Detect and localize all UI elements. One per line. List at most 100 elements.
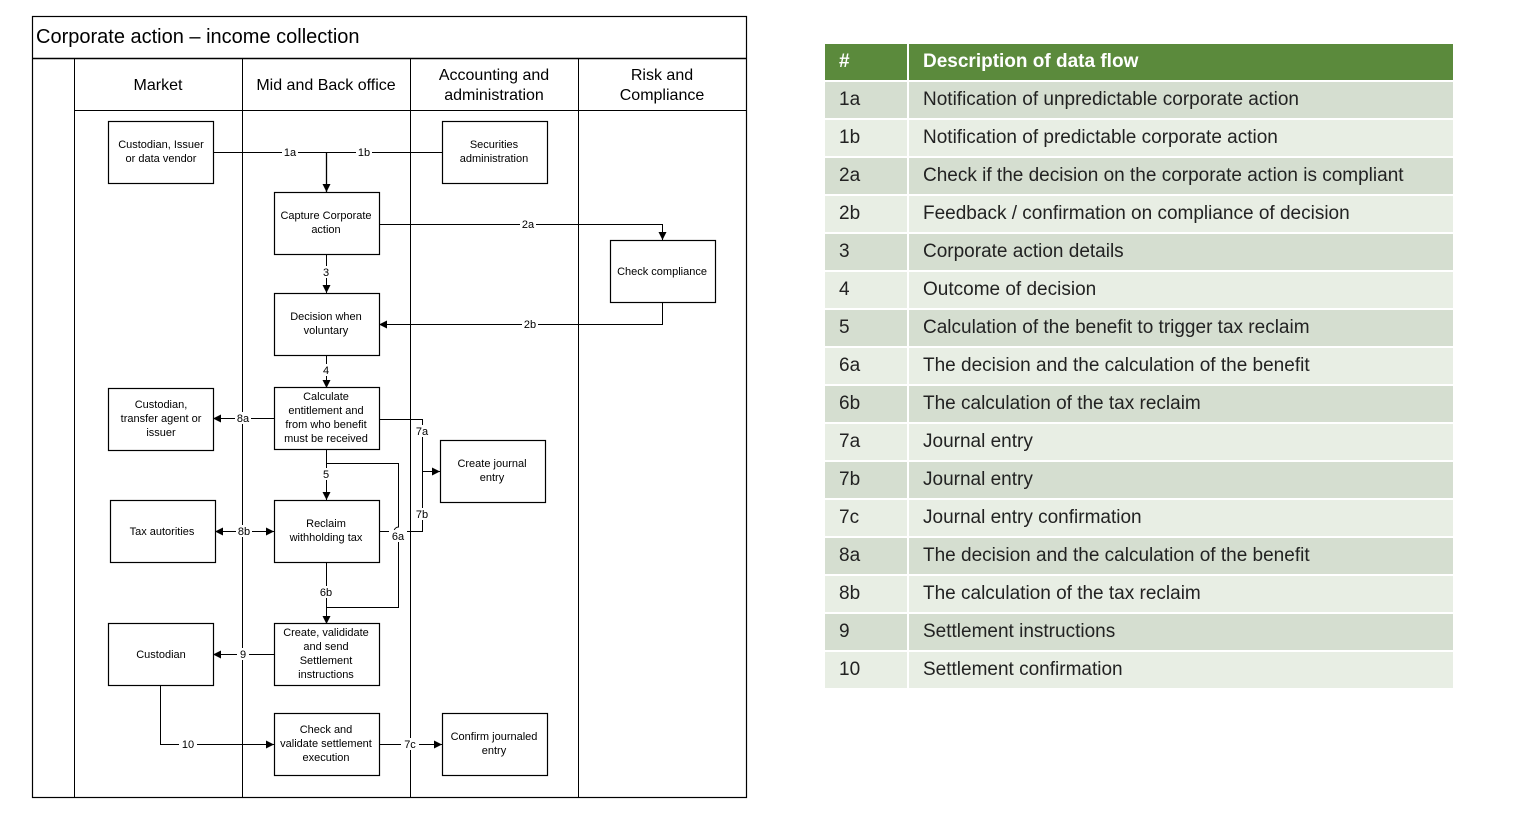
diagram-title: Corporate action – income collection	[36, 26, 360, 48]
flow-label-3: 3	[323, 267, 329, 279]
legend-cell-id: 1b	[825, 120, 909, 158]
box-settlement-instructions: Create, valididate and send Settlement i…	[273, 622, 381, 687]
flow-label-7c: 7c	[404, 739, 416, 751]
box-create-journal-line: Create journal	[457, 458, 526, 470]
box-confirm-journal-line: entry	[482, 745, 507, 757]
box-calculate-entitlement: Calculate entitlement and from who benef…	[273, 386, 381, 451]
legend-cell-id: 7a	[825, 424, 909, 462]
box-custodian-issuer: Custodian, Issuer or data vendor	[107, 120, 215, 185]
legend-header-row: # Description of data flow	[825, 44, 1455, 82]
flow-label-1a: 1a	[284, 147, 297, 159]
box-capture-line: Capture Corporate	[280, 210, 371, 222]
box-check-validate-line: validate settlement	[280, 738, 372, 750]
box-decision-when-voluntary: Decision when voluntary	[273, 292, 381, 357]
box-custodian-issuer-line: Custodian, Issuer	[118, 139, 204, 151]
legend-cell-description: Feedback / confirmation on compliance of…	[909, 196, 1455, 234]
box-confirm-journaled-entry: Confirm journaled entry	[441, 712, 549, 777]
legend-cell-description: The calculation of the tax reclaim	[909, 576, 1455, 614]
box-check-validate-line: execution	[302, 752, 349, 764]
legend-cell-id: 7b	[825, 462, 909, 500]
legend-cell-description: Notification of predictable corporate ac…	[909, 120, 1455, 158]
legend-cell-description: Check if the decision on the corporate a…	[909, 158, 1455, 196]
legend-cell-id: 3	[825, 234, 909, 272]
flow-label-8b: 8b	[238, 526, 250, 538]
flow-label-7a: 7a	[416, 426, 429, 438]
flow-label-5: 5	[323, 469, 329, 481]
lane-header-accounting: Accounting and administration	[439, 67, 549, 104]
legend-cell-description: Corporate action details	[909, 234, 1455, 272]
box-custodian-transfer-agent: Custodian, transfer agent or issuer	[107, 387, 215, 452]
legend-cell-description: Settlement confirmation	[909, 652, 1455, 690]
lane-header-risk: Risk and Compliance	[620, 67, 705, 104]
box-confirm-journal-line: Confirm journaled	[451, 731, 538, 743]
legend-cell-id: 10	[825, 652, 909, 690]
legend-cell-id: 7c	[825, 500, 909, 538]
box-settlement-line: and send	[303, 641, 348, 653]
flow-line-7a	[379, 419, 440, 476]
box-calculate-line: entitlement and	[288, 405, 363, 417]
legend-cell-id: 8b	[825, 576, 909, 614]
flow-line-10	[160, 686, 274, 749]
box-calculate-line: Calculate	[303, 391, 349, 403]
box-settlement-line: Create, valididate	[283, 627, 369, 639]
box-custodian-line: Custodian	[136, 649, 186, 661]
flow-label-6a: 6a	[392, 531, 405, 543]
box-reclaim-line: withholding tax	[289, 532, 363, 544]
swimlane-frame	[31, 15, 748, 799]
flow-label-2a: 2a	[522, 219, 535, 231]
legend-cell-description: Journal entry	[909, 424, 1455, 462]
box-calculate-line: must be received	[284, 433, 368, 445]
legend-cell-description: The decision and the calculation of the …	[909, 538, 1455, 576]
flow-line-7b	[379, 471, 423, 532]
legend-cell-description: Settlement instructions	[909, 614, 1455, 652]
legend-cell-description: The calculation of the tax reclaim	[909, 386, 1455, 424]
legend-cell-id: 1a	[825, 82, 909, 120]
legend-cell-id: 2b	[825, 196, 909, 234]
lane-header-mid-back-office: Mid and Back office	[256, 77, 395, 94]
flow-labels: 1a 1b 2a 2b 3 4 8a 7a 5 7b 8b 6a 6b 9 10…	[179, 146, 538, 751]
box-securities-administration-line: Securities	[470, 139, 519, 151]
legend-cell-description: Journal entry confirmation	[909, 500, 1455, 538]
box-check-compliance-line: Check compliance	[617, 266, 707, 278]
box-reclaim-withholding-tax: Reclaim withholding tax	[273, 499, 381, 564]
flow-label-10: 10	[182, 739, 194, 751]
lane-header-accounting-line: Accounting and	[439, 67, 549, 84]
legend-cell-description: Calculation of the benefit to trigger ta…	[909, 310, 1455, 348]
lane-header-risk-line: Risk and	[631, 67, 693, 84]
box-decision-line: Decision when	[290, 311, 362, 323]
process-flow-diagram: Corporate action – income collection Mar…	[31, 15, 748, 799]
box-decision-line: voluntary	[304, 325, 349, 337]
legend-cell-id: 4	[825, 272, 909, 310]
box-custodian-transfer-line: Custodian,	[135, 399, 188, 411]
legend-cell-description: Outcome of decision	[909, 272, 1455, 310]
box-securities-administration: Securities administration	[441, 120, 549, 185]
legend-cell-description: The decision and the calculation of the …	[909, 348, 1455, 386]
legend-cell-id: 6a	[825, 348, 909, 386]
box-create-journal-line: entry	[480, 472, 505, 484]
legend-cell-id: 5	[825, 310, 909, 348]
box-calculate-line: from who benefit	[285, 419, 366, 431]
lane-header-market: Market	[134, 77, 183, 94]
legend-cell-id: 6b	[825, 386, 909, 424]
box-settlement-line: instructions	[298, 669, 354, 681]
legend-header-description: Description of data flow	[909, 44, 1455, 82]
flow-label-2b: 2b	[524, 319, 536, 331]
lane-header-accounting-line: administration	[444, 87, 544, 104]
connectors	[160, 152, 667, 749]
flow-label-1b: 1b	[358, 147, 370, 159]
flow-label-8a: 8a	[237, 413, 250, 425]
box-custodian-transfer-line: issuer	[146, 427, 176, 439]
flow-line-2a	[379, 224, 667, 240]
legend-cell-id: 8a	[825, 538, 909, 576]
box-custodian-transfer-line: transfer agent or	[121, 413, 202, 425]
